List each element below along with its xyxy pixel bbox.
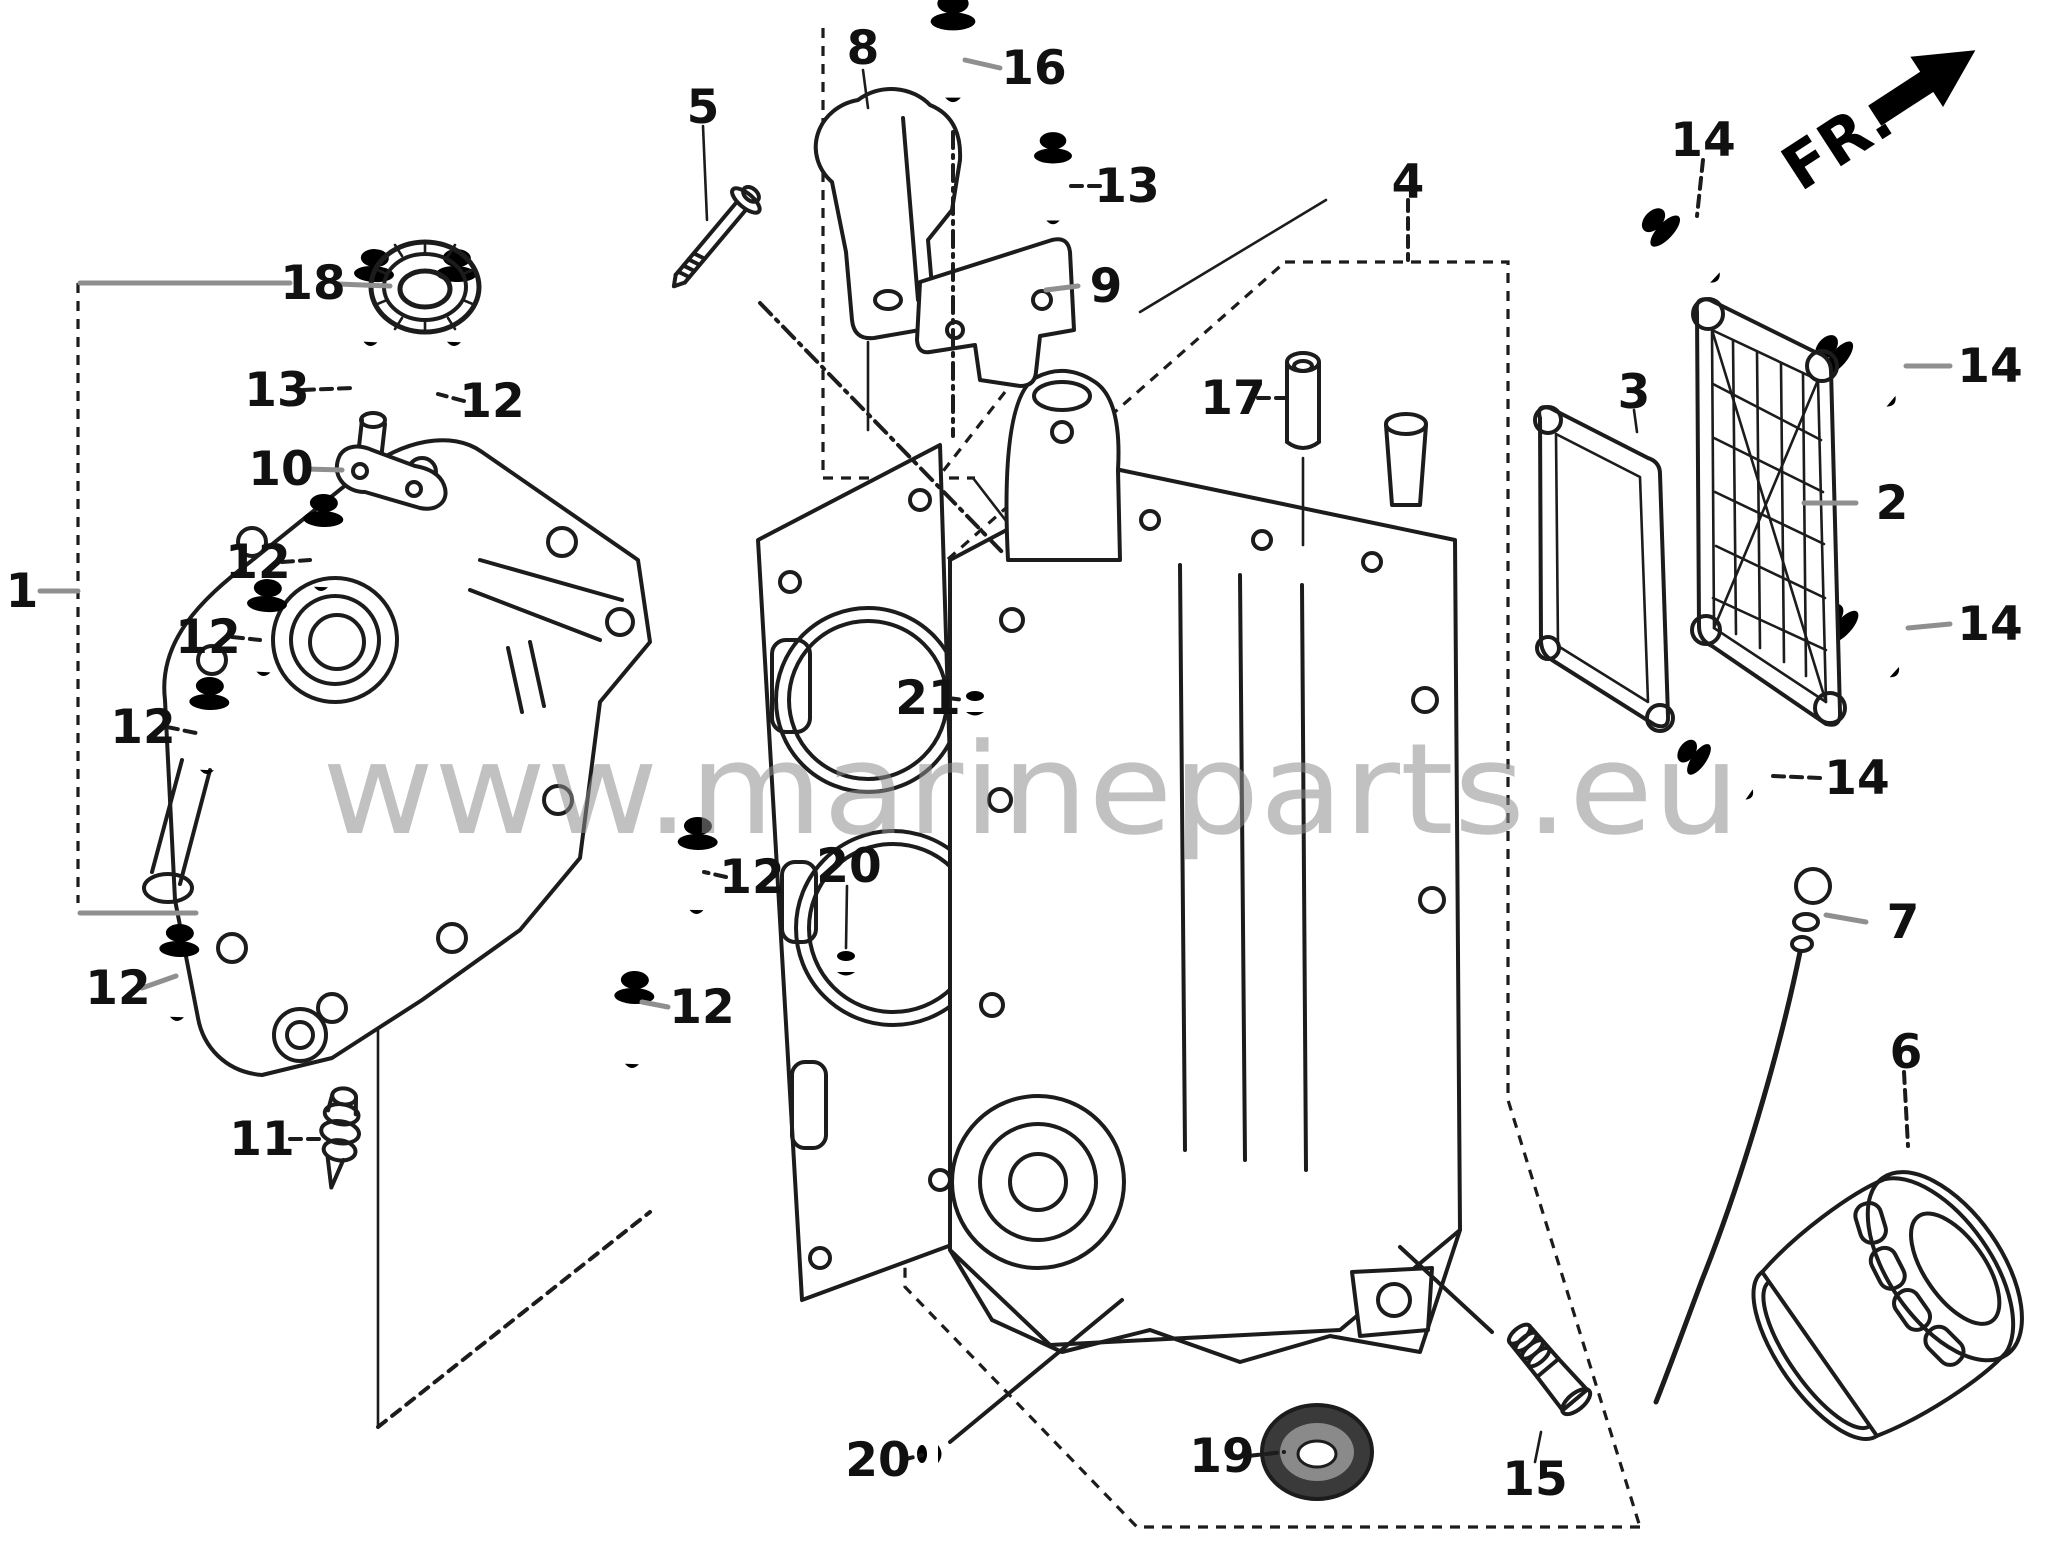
cover-gasket-drawing	[1533, 405, 1675, 733]
part-label-15: 15	[1502, 1452, 1567, 1507]
part-label-12: 12	[85, 961, 150, 1016]
part-label-21: 21	[895, 671, 960, 726]
grid-cover-drawing	[1690, 297, 1847, 727]
dowel-and-plug-drawings	[837, 351, 1321, 1463]
part-label-19: 19	[1189, 1429, 1254, 1484]
front-direction-indicator: FR.	[1769, 50, 1976, 205]
part-label-18: 18	[280, 256, 345, 311]
part-label-12: 12	[719, 850, 784, 905]
part-label-12: 12	[459, 374, 524, 429]
dipstick-drawing	[1653, 867, 1832, 1405]
long-bolt-drawing	[671, 184, 1008, 558]
part-label-13: 13	[1094, 159, 1159, 214]
part-label-16: 16	[1001, 41, 1066, 96]
leader-lines	[37, 57, 1953, 1464]
part-label-20: 20	[816, 839, 881, 894]
part-label-6: 6	[1890, 1025, 1923, 1080]
oil-filter-drawing	[1751, 1170, 2024, 1442]
oil-pump-cover-drawing	[142, 411, 652, 1429]
front-direction-arrow-icon	[1868, 50, 1976, 126]
stay-bracket-drawing	[334, 444, 448, 511]
bracket-drawings	[813, 86, 1076, 432]
part-label-14: 14	[1670, 113, 1735, 168]
part-label-20: 20	[845, 1433, 910, 1488]
flange-bolt-drawings	[156, 0, 1072, 1069]
part-label-8: 8	[847, 21, 880, 76]
part-label-10: 10	[248, 442, 313, 497]
part-label-14: 14	[1957, 339, 2022, 394]
part-label-4: 4	[1392, 155, 1425, 210]
part-label-3: 3	[1618, 365, 1651, 420]
part-label-2: 2	[1876, 476, 1909, 531]
drain-bolt-drawing	[1398, 1245, 1593, 1417]
part-label-9: 9	[1090, 259, 1123, 314]
watermark-text: www.marineparts.eu	[322, 716, 1740, 863]
oil-switch-drawing	[319, 1086, 361, 1190]
part-label-5: 5	[687, 80, 720, 135]
part-label-11: 11	[229, 1112, 294, 1167]
part-label-12: 12	[225, 535, 290, 590]
part-label-12: 12	[110, 700, 175, 755]
part-label-13: 13	[244, 363, 309, 418]
part-label-12: 12	[669, 980, 734, 1035]
part-label-7: 7	[1887, 895, 1920, 950]
part-label-14: 14	[1957, 597, 2022, 652]
crank-seal-drawing	[1260, 1403, 1374, 1501]
part-label-14: 14	[1824, 751, 1889, 806]
part-label-1: 1	[6, 564, 39, 619]
part-label-17: 17	[1200, 371, 1265, 426]
part-label-12: 12	[175, 610, 240, 665]
cylinder-block-drawing	[756, 368, 1462, 1364]
